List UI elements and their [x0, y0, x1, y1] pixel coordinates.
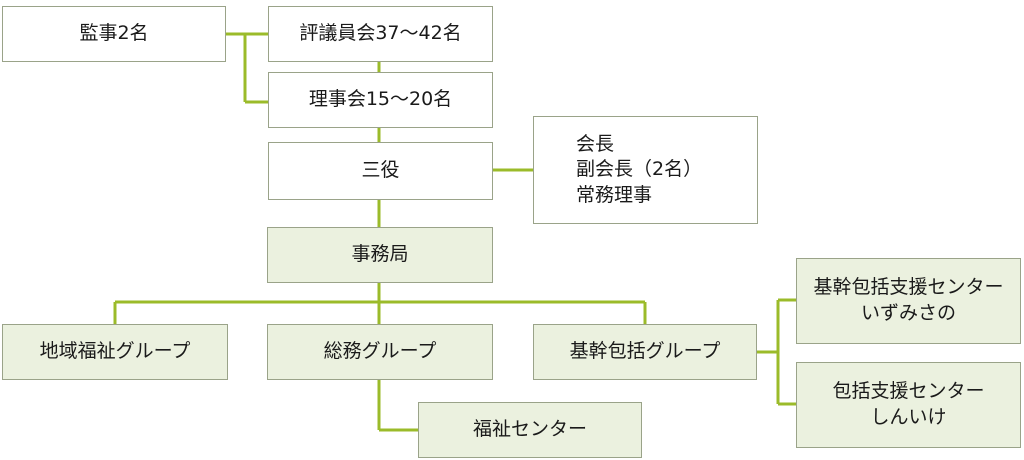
somu-group-box: 総務グループ [267, 324, 493, 380]
shinike-line-1: 包括支援センター [832, 380, 985, 403]
izumisano-line-1: 基幹包括支援センター [813, 276, 1004, 299]
kanji-label: 監事2名 [79, 22, 149, 45]
yakushoku-line-2: 副会長（2名） [576, 158, 703, 181]
chiiki-group-box: 地域福祉グループ [2, 324, 228, 380]
sanyaku-label: 三役 [361, 159, 400, 182]
kikan-group-box: 基幹包括グループ [533, 324, 757, 380]
rijikai-label: 理事会15～20名 [308, 88, 453, 111]
yakushoku-box: 会長 副会長（2名） 常務理事 [533, 116, 758, 224]
sanyaku-box: 三役 [268, 142, 493, 200]
fukushi-center-box: 福祉センター [418, 402, 642, 458]
jimukyoku-label: 事務局 [351, 243, 409, 266]
shinike-center-box: 包括支援センター しんいけ [796, 362, 1021, 448]
kikan-group-label: 基幹包括グループ [569, 340, 721, 363]
izumisano-center-box: 基幹包括支援センター いずみさの [796, 258, 1021, 344]
hyogiin-box: 評議員会37～42名 [268, 6, 493, 62]
hyogiin-label: 評議員会37～42名 [299, 22, 462, 45]
yakushoku-line-3: 常務理事 [576, 183, 653, 206]
kanji-box: 監事2名 [2, 6, 226, 62]
somu-group-label: 総務グループ [323, 340, 437, 363]
izumisano-line-2: いずみさの [860, 302, 956, 324]
shinike-line-2: しんいけ [870, 406, 947, 428]
rijikai-box: 理事会15～20名 [268, 72, 493, 128]
fukushi-center-label: 福祉センター [472, 418, 587, 441]
jimukyoku-box: 事務局 [267, 227, 493, 283]
chiiki-group-label: 地域福祉グループ [39, 340, 191, 363]
yakushoku-line-1: 会長 [576, 132, 615, 155]
